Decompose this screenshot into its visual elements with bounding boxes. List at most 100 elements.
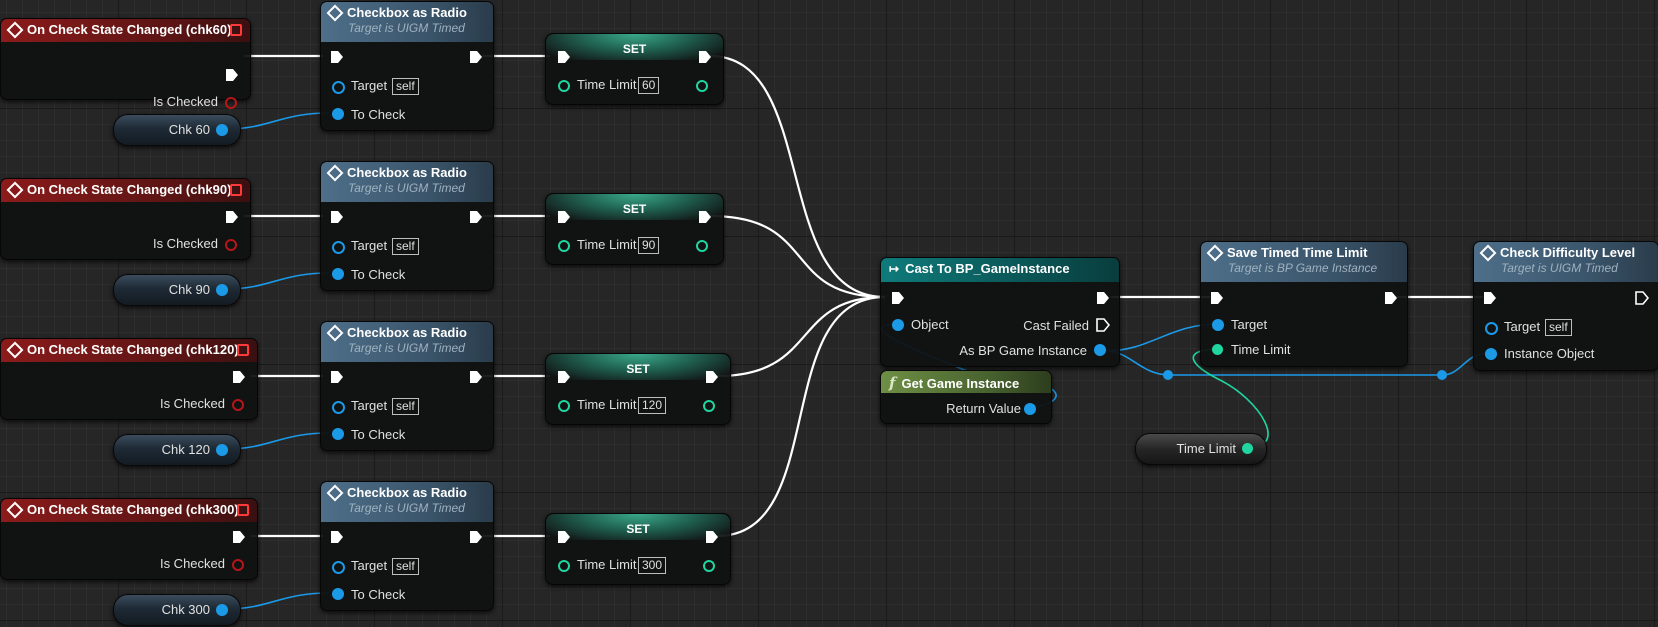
checkbox-as-radio-node[interactable]: Checkbox as Radio Target is UIGM Timed T… <box>320 481 494 611</box>
time-limit-value[interactable]: 60 <box>638 77 660 94</box>
exec-in-pin[interactable] <box>891 291 905 305</box>
delegate-icon[interactable] <box>237 344 249 356</box>
bool-pin[interactable] <box>232 399 244 411</box>
exec-in-pin[interactable] <box>1483 291 1497 305</box>
variable-time-limit[interactable]: Time Limit <box>1135 433 1267 465</box>
variable-chk-90[interactable]: Chk 90 <box>113 274 241 306</box>
exec-in-pin[interactable] <box>557 370 571 384</box>
to-check-pin[interactable] <box>332 588 344 600</box>
exec-out-pin[interactable] <box>705 370 719 384</box>
function-header: Checkbox as Radio Target is UIGM Timed <box>321 2 493 42</box>
target-pin[interactable] <box>1485 322 1498 335</box>
integer-in-pin[interactable] <box>558 80 570 92</box>
time-limit-label: Time Limit <box>1231 342 1291 357</box>
target-pin[interactable] <box>332 81 345 94</box>
set-time-limit-node[interactable]: SET Time Limit 90 <box>545 193 724 265</box>
integer-in-pin[interactable] <box>558 400 570 412</box>
target-self-value[interactable]: self <box>392 78 419 95</box>
set-time-limit-node[interactable]: SET Time Limit 120 <box>545 353 731 425</box>
instance-object-pin[interactable] <box>1485 348 1497 360</box>
save-timed-time-limit-node[interactable]: Save Timed Time Limit Target is BP Game … <box>1200 241 1408 367</box>
cast-to-bp-gameinstance-node[interactable]: ↦Cast To BP_GameInstance Object Cast Fai… <box>880 257 1120 367</box>
integer-in-pin[interactable] <box>558 240 570 252</box>
is-checked-label: Is Checked <box>152 236 218 251</box>
target-self-value[interactable]: self <box>392 398 419 415</box>
exec-in-pin[interactable] <box>557 530 571 544</box>
exec-out-pin[interactable] <box>469 530 483 544</box>
target-pin[interactable] <box>1212 319 1224 331</box>
bool-pin[interactable] <box>232 559 244 571</box>
variable-chk-300[interactable]: Chk 300 <box>113 594 241 626</box>
checkbox-as-radio-node[interactable]: Checkbox as Radio Target is UIGM Timed T… <box>320 161 494 291</box>
bool-pin[interactable] <box>225 239 237 251</box>
cast-failed-exec-pin[interactable] <box>1096 318 1110 332</box>
to-check-pin[interactable] <box>332 108 344 120</box>
exec-in-pin[interactable] <box>330 530 344 544</box>
set-time-limit-node[interactable]: SET Time Limit 60 <box>545 33 724 105</box>
variable-chk-60[interactable]: Chk 60 <box>113 114 241 146</box>
exec-in-pin[interactable] <box>557 50 571 64</box>
exec-out-pin[interactable] <box>469 210 483 224</box>
event-node-chk300[interactable]: On Check State Changed (chk300) Is Check… <box>0 498 258 580</box>
target-pin[interactable] <box>332 241 345 254</box>
event-node-chk90[interactable]: On Check State Changed (chk90) Is Checke… <box>0 178 251 260</box>
integer-out-pin[interactable] <box>696 240 708 252</box>
exec-out-pin[interactable] <box>232 370 246 384</box>
object-pin[interactable] <box>216 284 228 296</box>
time-limit-value[interactable]: 300 <box>638 557 667 574</box>
exec-out-pin[interactable] <box>232 530 246 544</box>
exec-out-pin[interactable] <box>1384 291 1398 305</box>
time-limit-value[interactable]: 120 <box>638 397 667 414</box>
target-self-value[interactable]: self <box>392 558 419 575</box>
time-limit-pin[interactable] <box>1212 344 1223 355</box>
exec-in-pin[interactable] <box>1210 291 1224 305</box>
exec-out-pin[interactable] <box>1635 291 1649 305</box>
event-node-chk60[interactable]: On Check State Changed (chk60) Is Checke… <box>0 18 251 109</box>
exec-out-pin[interactable] <box>469 50 483 64</box>
event-node-chk120[interactable]: On Check State Changed (chk120) Is Check… <box>0 338 258 420</box>
object-pin[interactable] <box>216 444 228 456</box>
exec-out-pin[interactable] <box>698 210 712 224</box>
object-pin[interactable] <box>216 604 228 616</box>
exec-out-pin[interactable] <box>225 210 239 224</box>
to-check-pin[interactable] <box>332 428 344 440</box>
delegate-icon[interactable] <box>237 504 249 516</box>
exec-in-pin[interactable] <box>330 210 344 224</box>
exec-out-pin[interactable] <box>698 50 712 64</box>
target-pin[interactable] <box>332 561 345 574</box>
checkbox-as-radio-node[interactable]: Checkbox as Radio Target is UIGM Timed T… <box>320 321 494 451</box>
target-pin[interactable] <box>332 401 345 414</box>
integer-out-pin[interactable] <box>703 400 715 412</box>
checkbox-as-radio-node[interactable]: Checkbox as Radio Target is UIGM Timed T… <box>320 1 494 131</box>
time-limit-label: Time Limit <box>577 77 637 92</box>
bool-pin[interactable] <box>225 97 237 109</box>
variable-chk-120[interactable]: Chk 120 <box>113 434 241 466</box>
target-self-value[interactable]: self <box>392 238 419 255</box>
exec-in-pin[interactable] <box>557 210 571 224</box>
object-pin[interactable] <box>216 124 228 136</box>
exec-out-pin[interactable] <box>1096 291 1110 305</box>
integer-out-pin[interactable] <box>703 560 715 572</box>
integer-out-pin[interactable] <box>696 80 708 92</box>
reroute-knot[interactable] <box>1163 370 1173 380</box>
set-time-limit-node[interactable]: SET Time Limit 300 <box>545 513 731 585</box>
target-self-value[interactable]: self <box>1545 319 1572 336</box>
function-subtitle: Target is BP Game Instance <box>1228 261 1378 275</box>
exec-in-pin[interactable] <box>330 50 344 64</box>
exec-out-pin[interactable] <box>469 370 483 384</box>
as-bp-game-instance-pin[interactable] <box>1094 344 1106 356</box>
delegate-icon[interactable] <box>230 184 242 196</box>
return-value-pin[interactable] <box>1024 403 1036 415</box>
to-check-pin[interactable] <box>332 268 344 280</box>
integer-pin[interactable] <box>1242 443 1253 454</box>
reroute-knot[interactable] <box>1437 370 1447 380</box>
object-in-pin[interactable] <box>892 319 904 331</box>
exec-out-pin[interactable] <box>705 530 719 544</box>
integer-in-pin[interactable] <box>558 560 570 572</box>
exec-in-pin[interactable] <box>330 370 344 384</box>
delegate-icon[interactable] <box>230 24 242 36</box>
check-difficulty-level-node[interactable]: Check Difficulty Level Target is UIGM Ti… <box>1473 241 1658 371</box>
time-limit-value[interactable]: 90 <box>638 237 660 254</box>
exec-out-pin[interactable] <box>225 68 239 82</box>
